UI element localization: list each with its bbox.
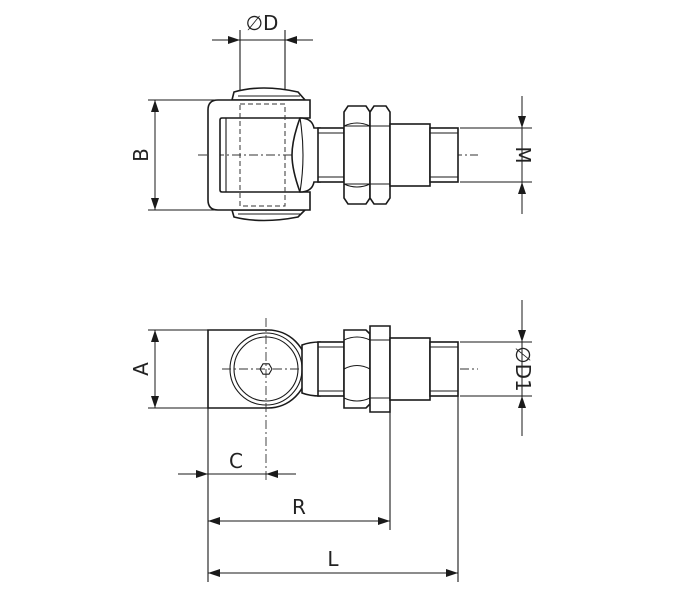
top-thread [429, 127, 459, 183]
top-view: ∅D B [129, 11, 535, 222]
side-view: A [129, 300, 535, 582]
top-shaft [317, 127, 345, 183]
dimension-b: B [129, 99, 218, 211]
dimension-m: M [460, 96, 535, 214]
label-l: L [327, 547, 339, 571]
label-m: M [511, 146, 535, 163]
side-shaft [317, 341, 345, 397]
top-pin-cap [230, 87, 307, 101]
label-d1: ∅D1 [511, 346, 535, 392]
side-thread [429, 341, 459, 397]
label-d: ∅D [246, 11, 279, 35]
dimension-d1: ∅D1 [460, 300, 535, 436]
side-hex-nut-2 [369, 325, 391, 413]
dimension-l: L [208, 547, 458, 577]
side-body [389, 337, 431, 401]
top-hex-nut-1 [343, 105, 371, 205]
label-r: R [292, 495, 306, 519]
dimension-a: A [129, 329, 210, 409]
label-b: B [129, 148, 153, 162]
top-hex-nut-2 [369, 105, 391, 205]
label-a: A [129, 362, 153, 376]
dimension-d: ∅D [212, 11, 313, 95]
dimension-c: C [178, 449, 296, 478]
dimension-r: R [208, 495, 390, 525]
bottom-pin-cap [230, 209, 307, 222]
u-bracket [207, 99, 311, 211]
top-eye [291, 117, 321, 193]
top-body [389, 123, 431, 187]
label-c: C [229, 449, 243, 473]
side-hex-nut-1 [343, 329, 371, 409]
